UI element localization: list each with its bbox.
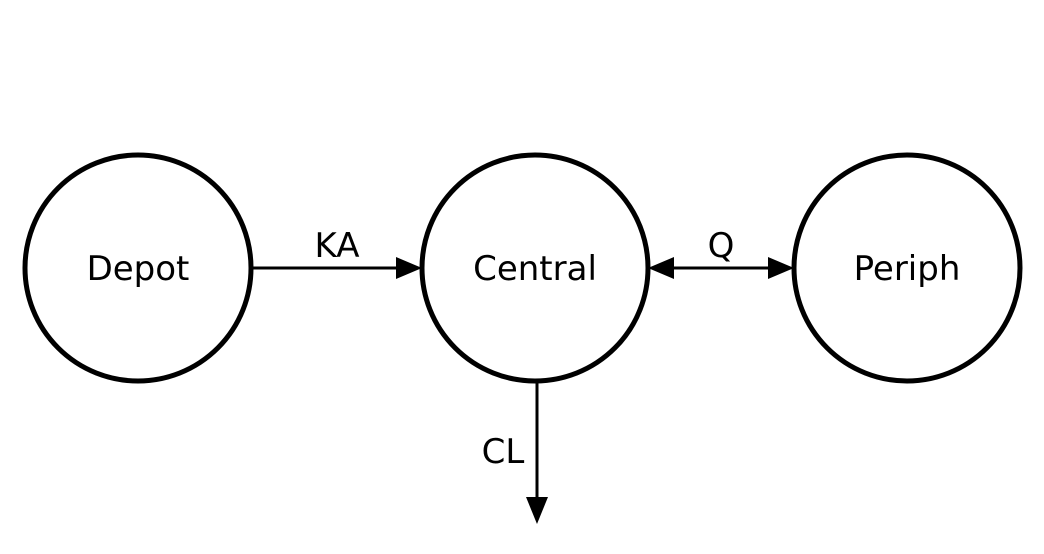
q-arrowhead-left <box>648 257 674 279</box>
cl-edge: CL <box>482 383 548 524</box>
q-arrowhead-right <box>768 257 794 279</box>
ka-arrowhead <box>396 257 422 279</box>
cl-label: CL <box>482 432 525 472</box>
periph-label: Periph <box>854 249 961 289</box>
ka-edge: KA <box>253 226 422 279</box>
q-label: Q <box>708 226 735 266</box>
central-label: Central <box>473 249 597 289</box>
depot-label: Depot <box>87 249 190 289</box>
central-node: Central <box>419 152 651 384</box>
depot-node: Depot <box>22 152 254 384</box>
q-edge: Q <box>648 226 794 279</box>
ka-label: KA <box>315 226 360 266</box>
depot-circle <box>22 152 254 384</box>
periph-node: Periph <box>791 152 1023 384</box>
cl-arrowhead <box>526 497 548 524</box>
